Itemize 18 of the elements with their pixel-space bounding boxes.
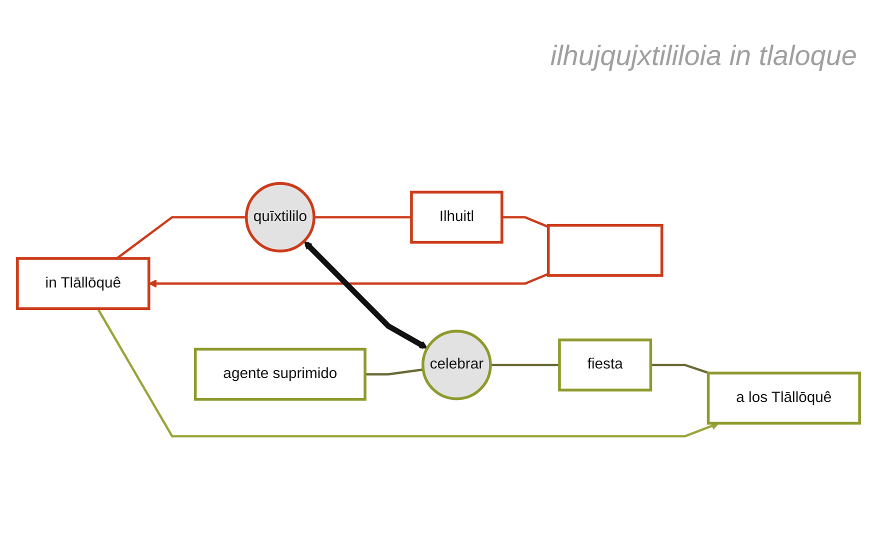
connector	[490, 364, 560, 366]
connector	[116, 216, 246, 260]
node-box: fiesta	[558, 338, 652, 392]
node-box: Ilhuitl	[410, 190, 504, 244]
connector	[314, 216, 412, 219]
node-circle: celebrar	[421, 330, 492, 400]
connector	[650, 364, 710, 374]
connector	[502, 216, 549, 228]
diagram-title: ilhujqujxtililoia in tlaloque	[550, 40, 857, 72]
node-box: a los Tlāllōquê	[706, 372, 861, 425]
node-box	[546, 224, 664, 278]
arrow	[148, 273, 549, 288]
arrow	[304, 241, 428, 349]
node-box: in Tlāllōquê	[16, 257, 150, 310]
arrow	[96, 308, 720, 438]
node-box: agente suprimido	[194, 348, 366, 401]
connector	[365, 368, 424, 376]
node-circle: quīxtililo	[244, 182, 316, 253]
